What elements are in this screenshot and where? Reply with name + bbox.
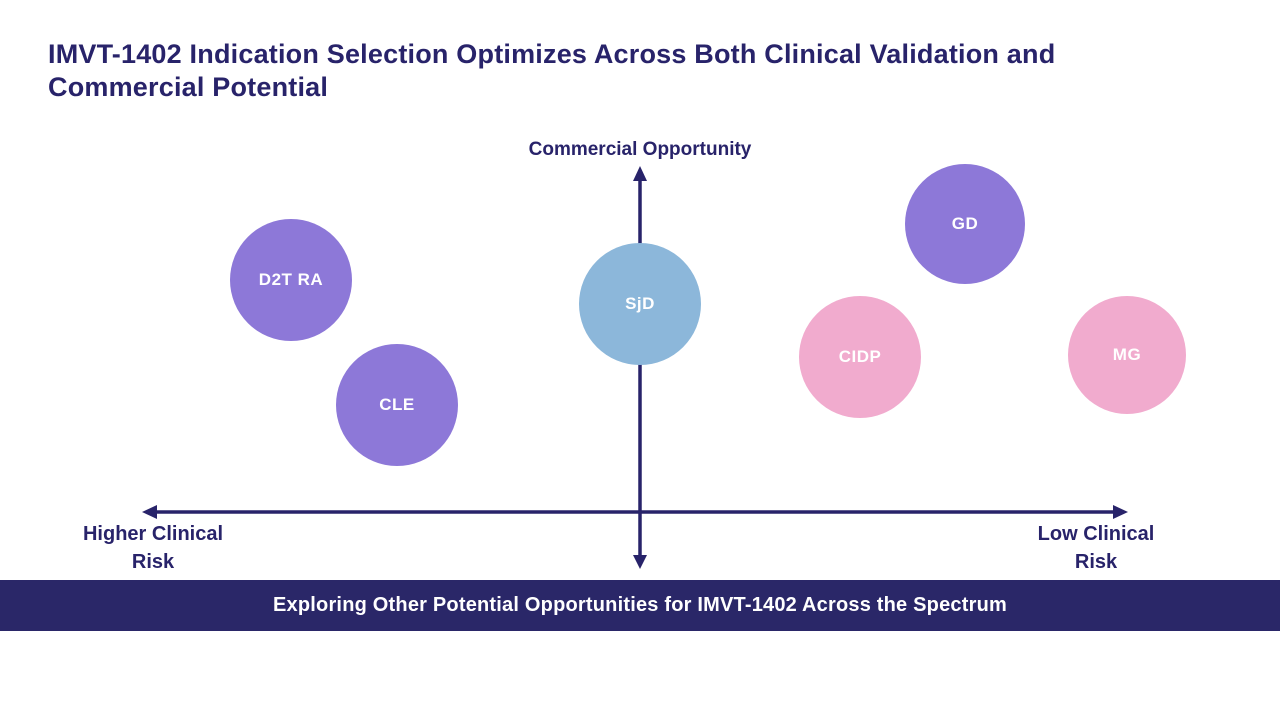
x-axis-label-left: Higher Clinical Risk [82,523,224,573]
bubble-d2t-ra: D2T RA [230,219,352,341]
bubble-label: SjD [625,294,655,313]
bubble-cidp: CIDP [799,296,921,418]
arrowhead-down-icon [633,555,647,569]
bubble-label: MG [1112,345,1142,364]
footer: roivant investor day 2025 Note: Bubble p… [0,631,1280,720]
bubble-sjd: SjD [579,243,701,365]
bubble-cle: CLE [336,344,458,466]
arrowhead-right-icon [1113,505,1128,519]
x-axis-label-right: Low Clinical Risk [1037,523,1155,573]
banner: Exploring Other Potential Opportunities … [0,580,1280,631]
bubble-label: CIDP [838,347,882,366]
bubble-label: CLE [379,395,415,414]
bubble-label: GD [951,214,979,233]
arrowhead-left-icon [142,505,157,519]
arrowhead-up-icon [633,166,647,181]
banner-text: Exploring Other Potential Opportunities … [273,594,1007,616]
bubble-mg: MG [1068,296,1186,414]
y-axis-label: Commercial Opportunity [528,139,752,160]
bubble-label: D2T RA [258,270,324,289]
slide-title: IMVT-1402 Indication Selection Optimizes… [48,39,1056,103]
bubble-gd: GD [905,164,1025,284]
